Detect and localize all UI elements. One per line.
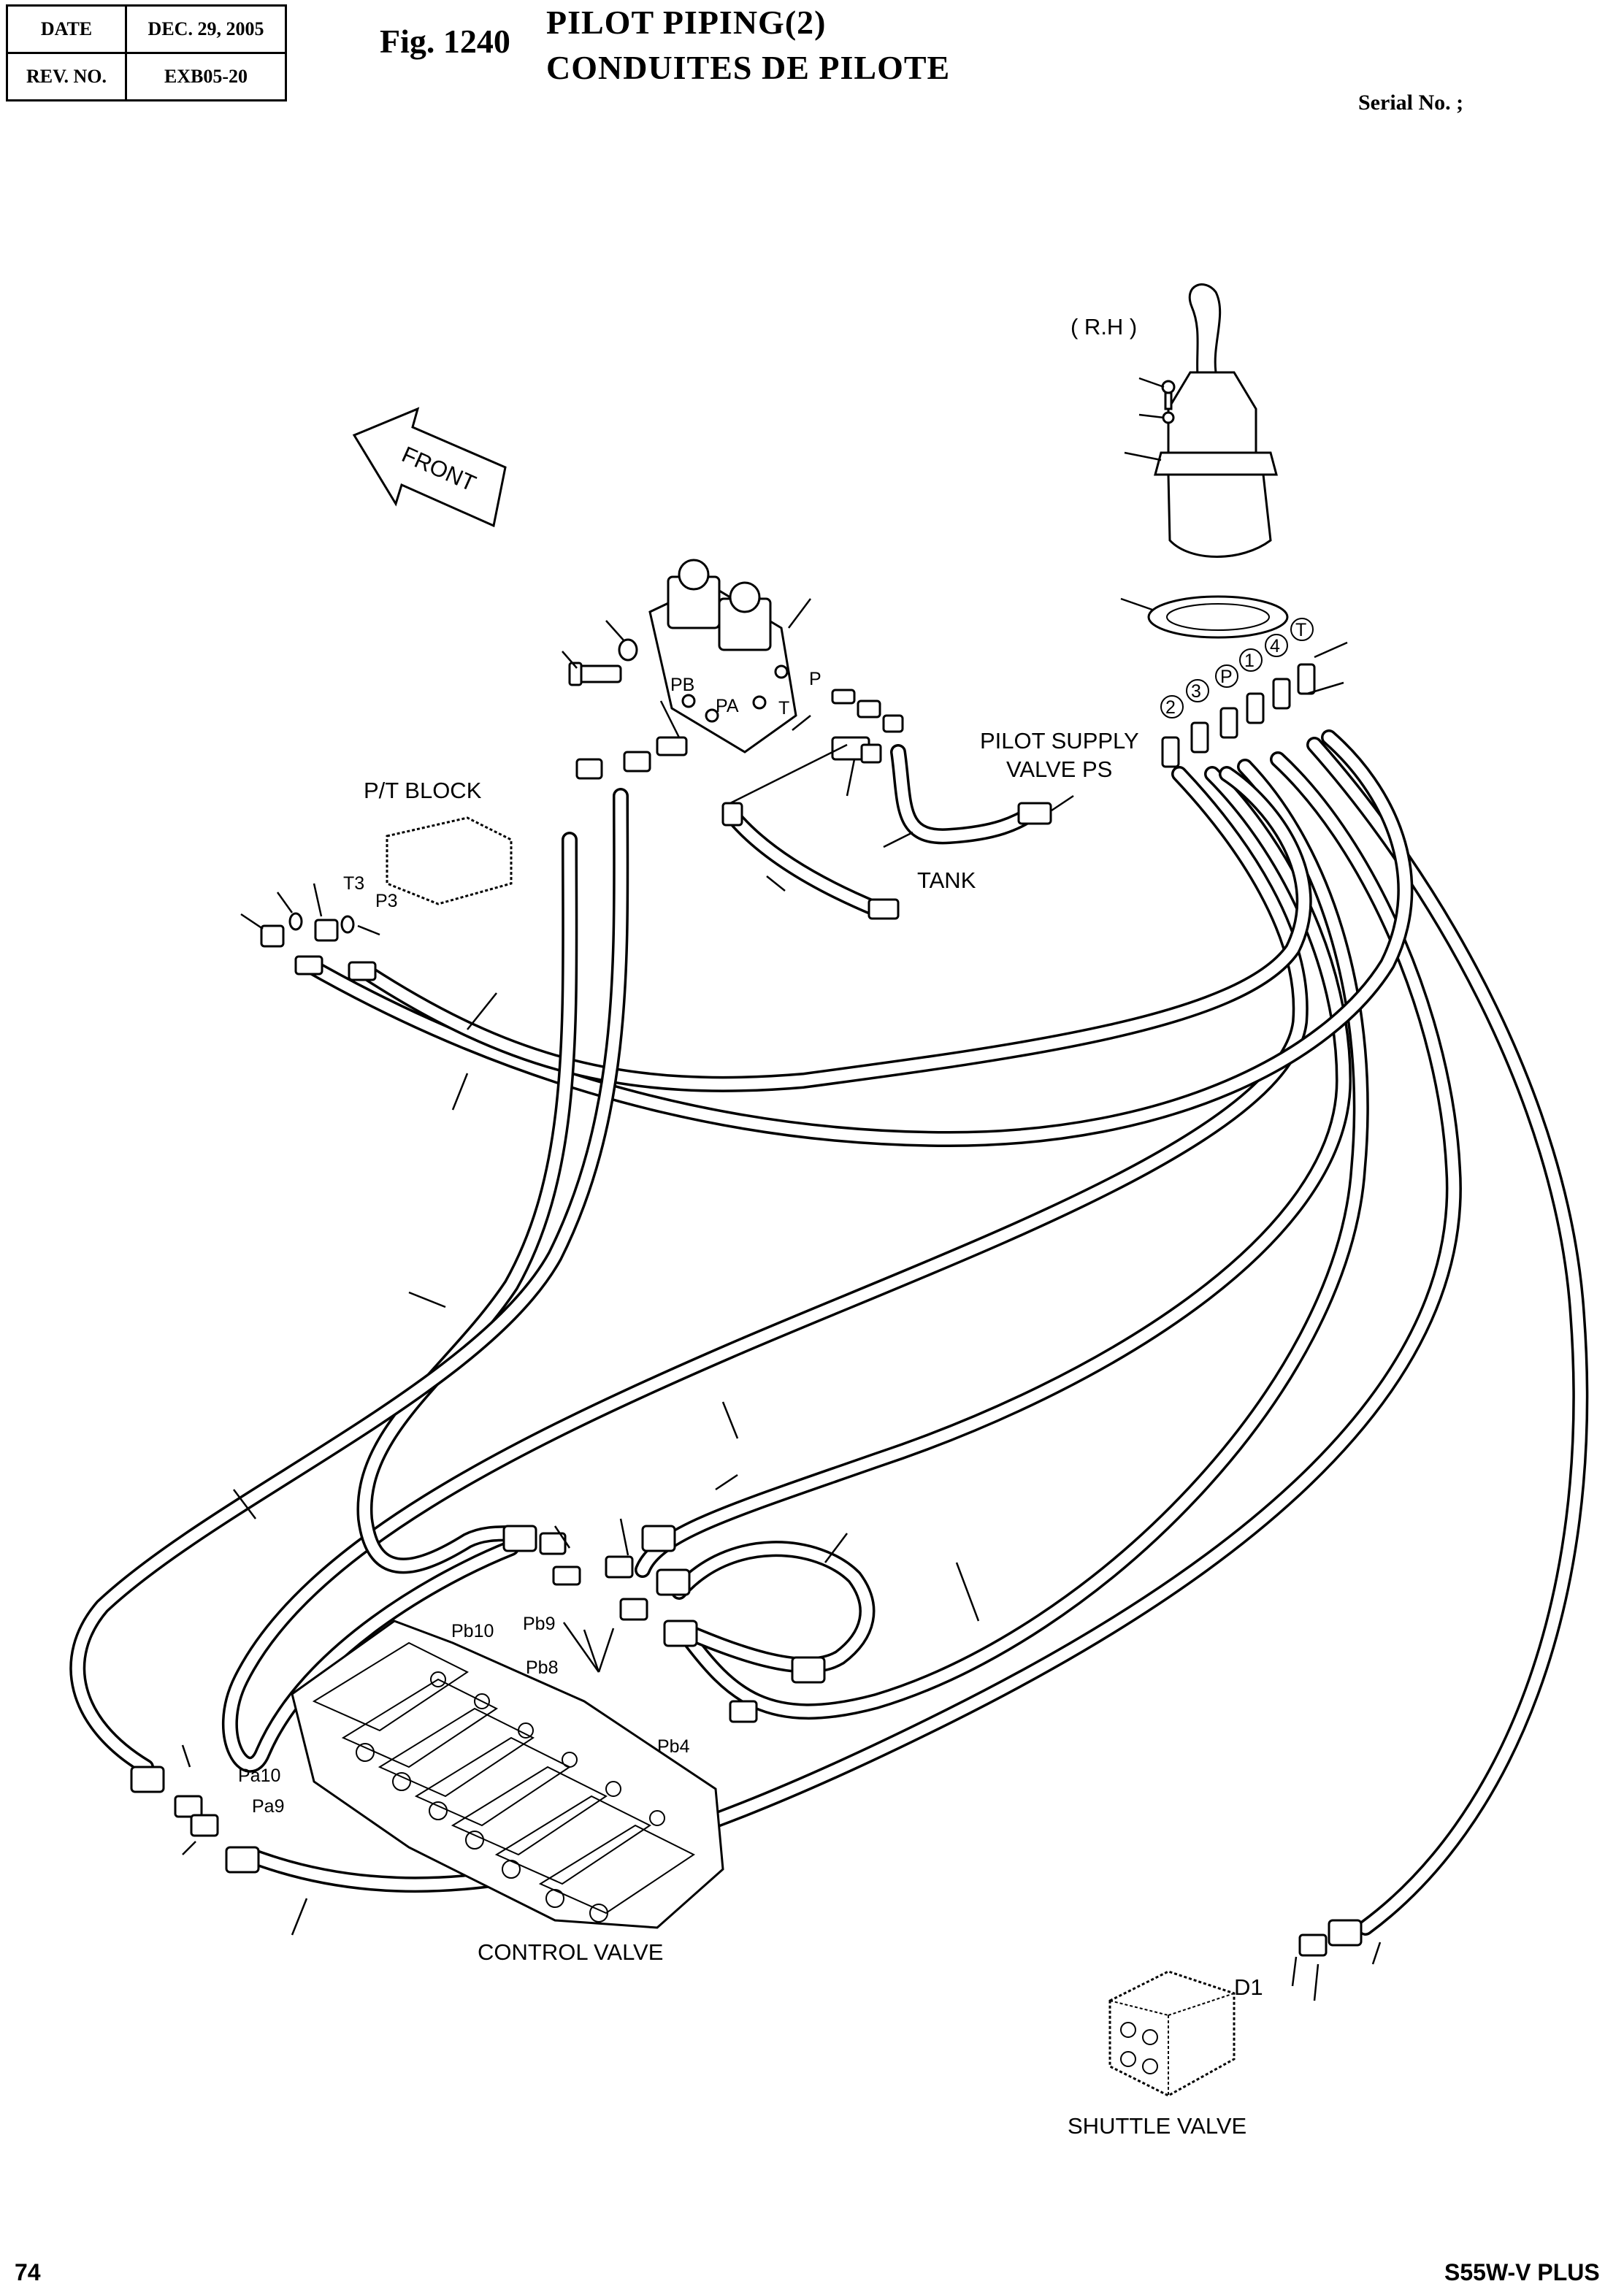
port-pa10-label: Pa10 <box>238 1766 280 1786</box>
port-circle-p: P <box>1220 667 1233 687</box>
pilot-supply-label-1: PILOT SUPPLY <box>980 728 1139 754</box>
port-circle-1: 1 <box>1244 651 1255 671</box>
joystick-rh: ( R.H ) <box>1070 283 1289 639</box>
serial-number: Serial No. ; <box>1358 91 1464 115</box>
port-t3-label: T3 <box>343 873 364 894</box>
rev-value: EXB05-20 <box>125 52 287 101</box>
port-circle-3: 3 <box>1191 681 1201 702</box>
rh-label: ( R.H ) <box>1070 314 1137 340</box>
port-p3-label: P3 <box>375 891 398 911</box>
date-value: DEC. 29, 2005 <box>125 4 287 54</box>
page-title: PILOT PIPING(2) <box>546 4 827 41</box>
shuttle-valve-label: SHUTTLE VALVE <box>1068 2113 1246 2139</box>
pt-block-label: P/T BLOCK <box>364 778 482 803</box>
port-pa-label: PA <box>716 696 739 716</box>
hose-pb <box>356 832 578 1574</box>
model-name: S55W-V PLUS <box>1444 2259 1600 2285</box>
port-pb8-label: Pb8 <box>526 1657 558 1678</box>
control-valve-label: CONTROL VALVE <box>478 1939 663 1965</box>
pilot-supply-label-2: VALVE PS <box>1006 756 1112 782</box>
port-pb-label: PB <box>670 675 694 695</box>
port-pb10-label: Pb10 <box>451 1621 494 1641</box>
page-subtitle: CONDUITES DE PILOTE <box>546 49 951 86</box>
front-arrow: FRONT <box>352 407 507 528</box>
page-number: 74 <box>15 2259 41 2285</box>
port-circle-2: 2 <box>1165 697 1176 718</box>
port-pb4-label: Pb4 <box>657 1736 690 1757</box>
control-valve: CONTROL VALVE Pb10 Pb9 Pb8 Pb4 Pa10 Pa9 <box>130 1291 1382 2001</box>
tank-label: TANK <box>917 867 976 893</box>
hoses <box>69 729 1589 1936</box>
shuttle-valve: D1 SHUTTLE VALVE <box>1068 1970 1263 2139</box>
joystick-ports: 2 3 P 1 4 T <box>1160 618 1348 768</box>
solenoid-valve: PB PA P T <box>562 559 1074 920</box>
port-pb9-label: Pb9 <box>523 1614 555 1634</box>
revision-table: DATE DEC. 29, 2005 REV. NO. EXB05-20 <box>6 4 287 101</box>
port-circle-4: 4 <box>1270 636 1280 656</box>
port-circle-t: T <box>1295 620 1306 640</box>
rev-label: REV. NO. <box>6 52 127 101</box>
port-t-label: T <box>778 698 789 718</box>
pt-block: P/T BLOCK T3 P3 <box>240 778 513 1111</box>
port-d1-label: D1 <box>1234 1974 1263 2000</box>
figure-number: Fig. 1240 <box>380 23 510 60</box>
port-p-label: P <box>809 669 821 689</box>
port-pa9-label: Pa9 <box>252 1796 284 1817</box>
date-label: DATE <box>6 4 127 54</box>
hose-p3 <box>357 766 1312 1092</box>
